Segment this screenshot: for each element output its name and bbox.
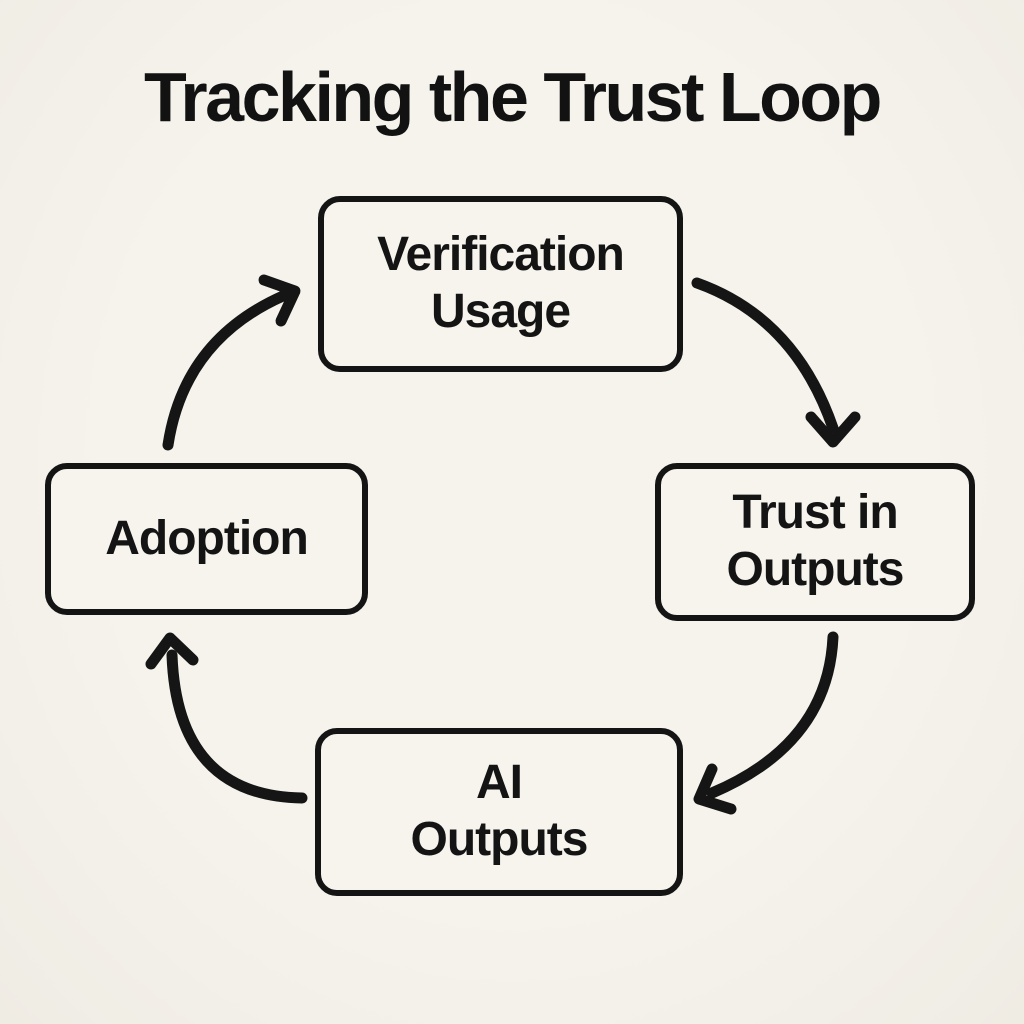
node-trust-in-outputs: Trust in Outputs [655, 463, 975, 621]
arrow-shaft [706, 631, 839, 799]
arrow-verification-to-trust [691, 277, 861, 448]
node-label-line: Usage [430, 285, 571, 338]
node-label-line: Verification [377, 228, 625, 282]
node-adoption: Adoption [45, 463, 368, 615]
node-verification-usage: Verification Usage [318, 196, 683, 372]
node-label-line: Outputs [410, 813, 589, 866]
arrow-trust-to-ai [693, 631, 839, 815]
node-ai-outputs: AI Outputs [315, 728, 683, 896]
diagram-title: Tracking the Trust Loop [144, 58, 882, 136]
node-label-line: Trust in [732, 486, 898, 540]
arrow-adoption-to-verification [162, 274, 301, 451]
arrowhead-right-icon [258, 274, 301, 327]
node-label-line: AI [476, 756, 523, 810]
arrowhead-down-icon [805, 411, 861, 448]
node-label-line: Outputs [726, 543, 905, 596]
arrowhead-up-icon [145, 632, 199, 670]
arrow-shaft [691, 277, 839, 434]
arrow-shaft [162, 290, 289, 451]
arrow-shaft [166, 649, 308, 804]
arrow-ai-to-adoption [145, 632, 308, 804]
node-label-line: Adoption [105, 511, 309, 565]
arrowhead-left-icon [693, 763, 737, 815]
